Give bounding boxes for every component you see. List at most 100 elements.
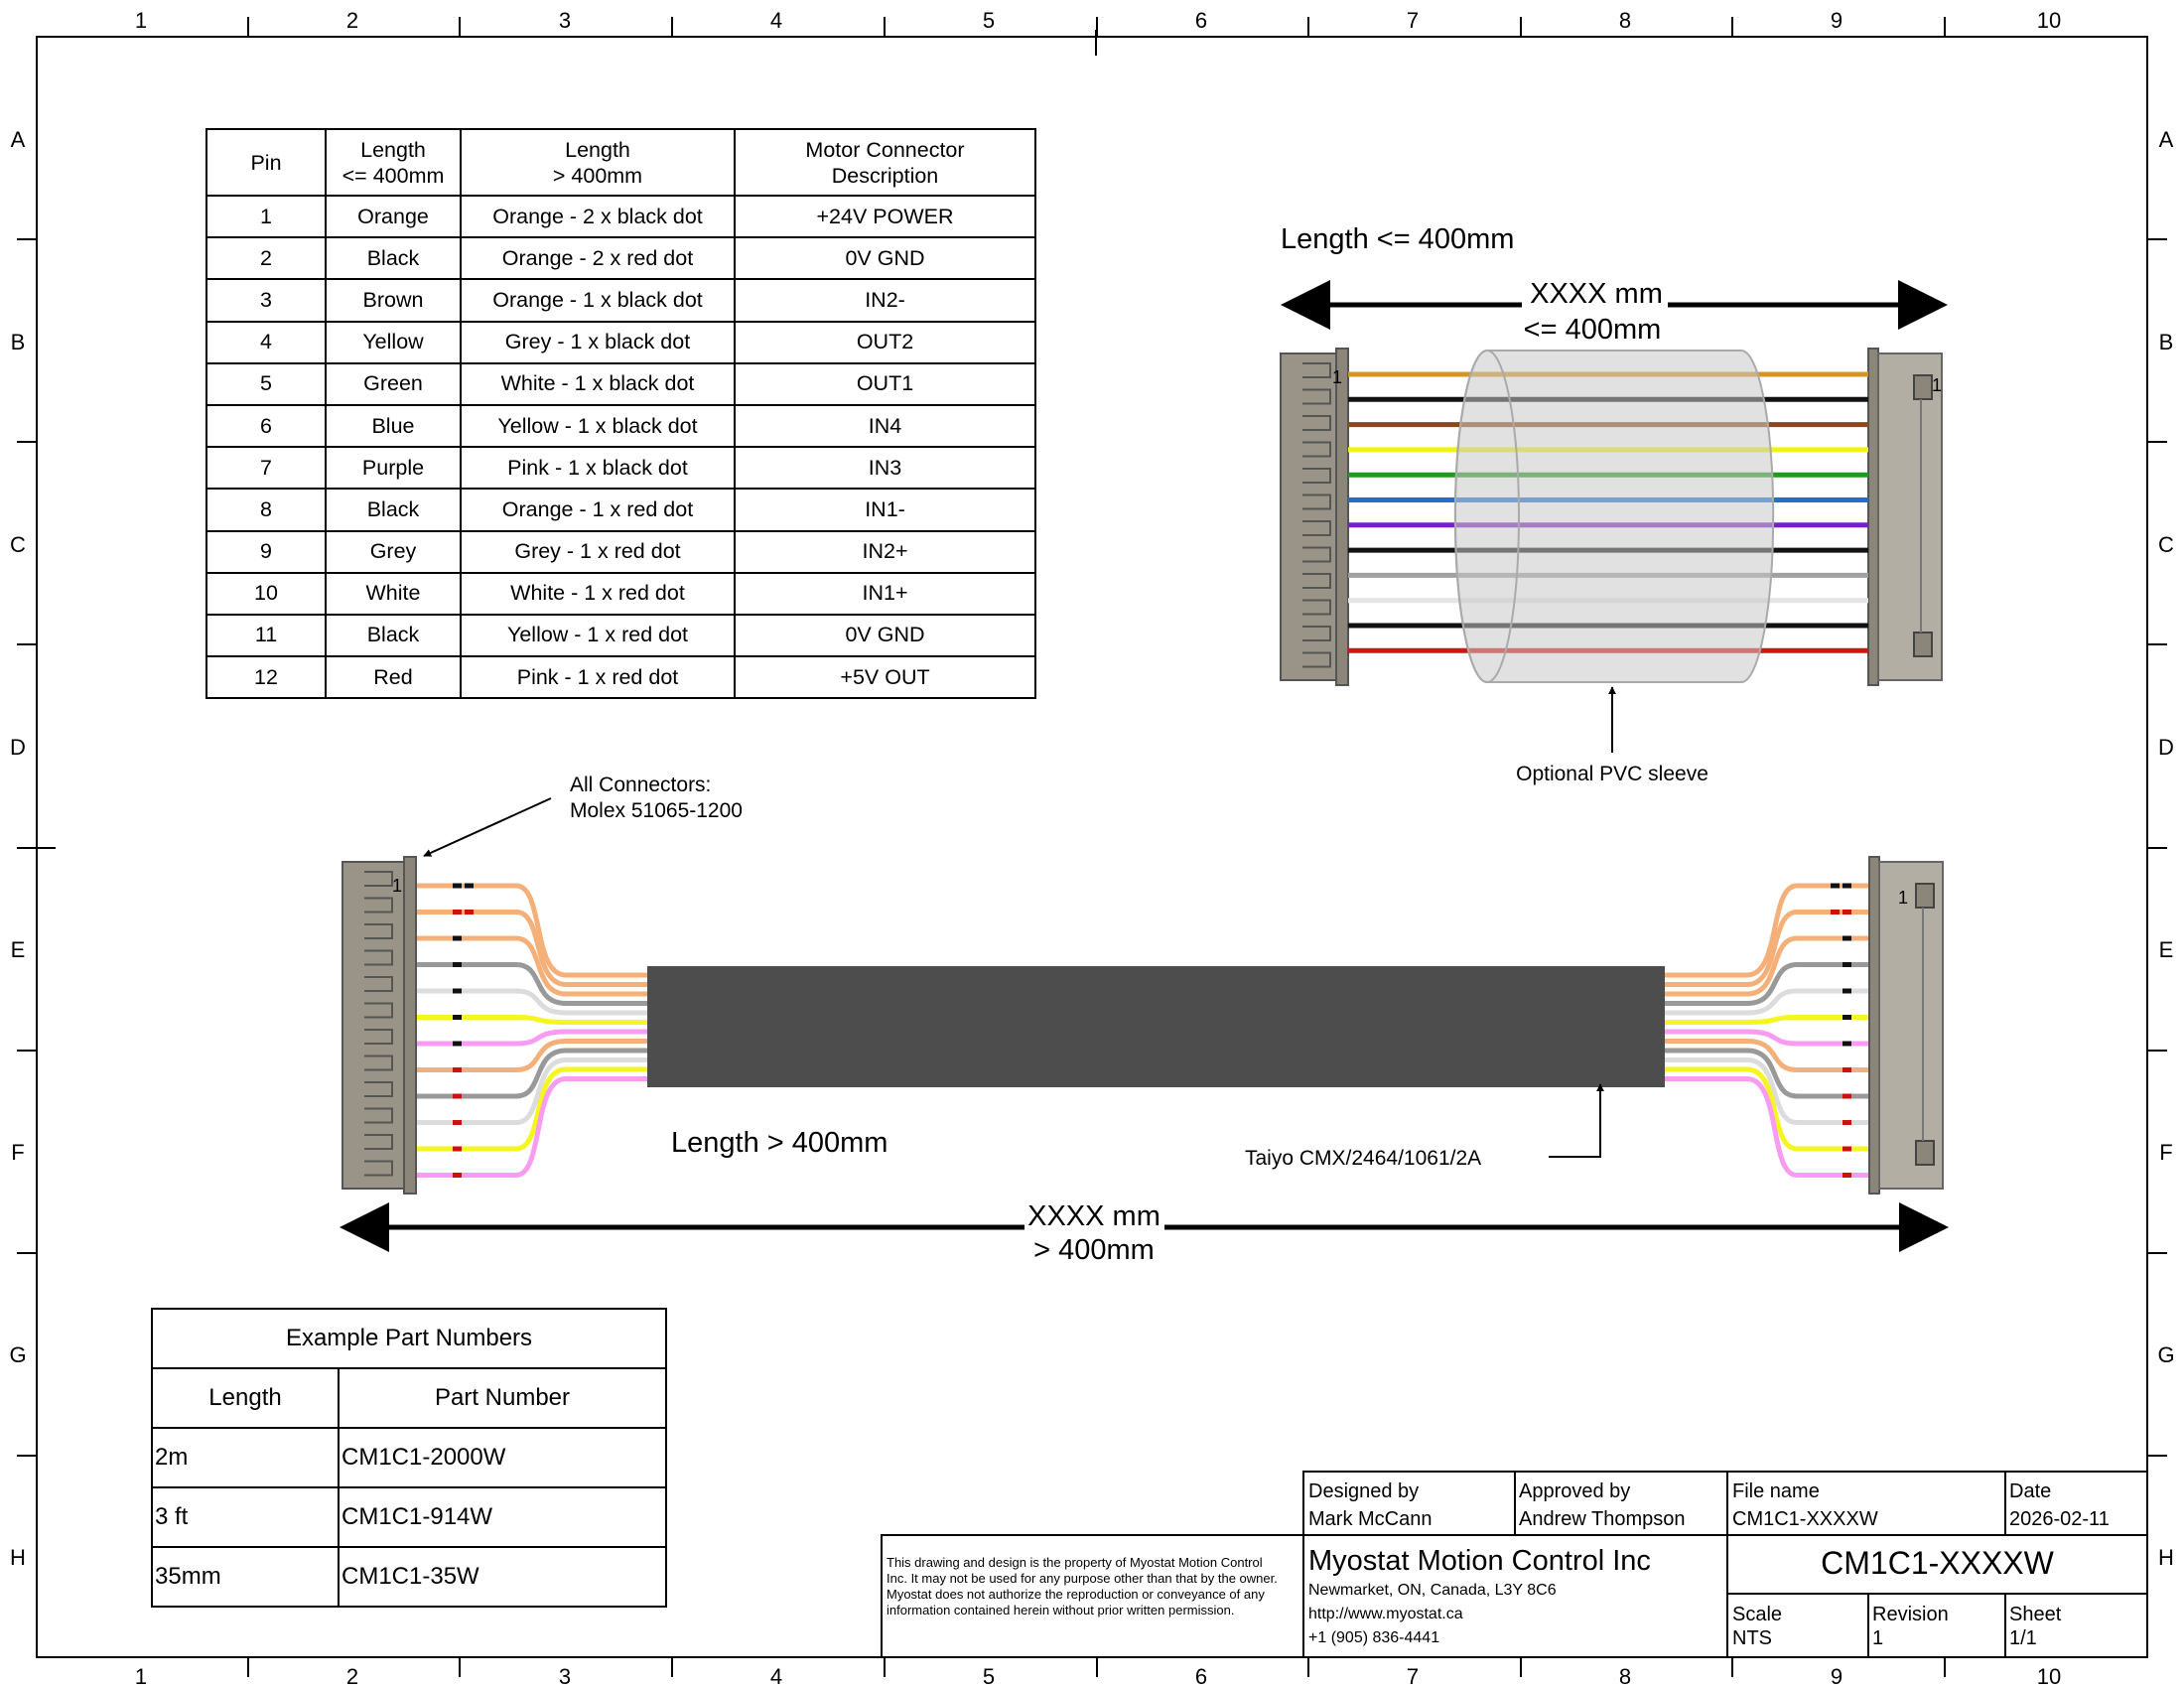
wire xyxy=(1665,1039,1869,1072)
table-cell: 7 xyxy=(205,446,327,491)
wire xyxy=(416,910,647,987)
wire xyxy=(416,1048,647,1099)
table-cell: Green xyxy=(325,361,462,406)
wire-dot xyxy=(453,935,462,941)
table-cell: 2 xyxy=(205,236,327,281)
column-label: 6 xyxy=(1195,1664,1207,1688)
table-cell: Pink - 1 x red dot xyxy=(460,655,736,700)
sheet-value: 1/1 xyxy=(2009,1627,2037,1649)
wire-dot xyxy=(1843,1093,1851,1099)
wire xyxy=(1665,988,1869,1016)
parts-header-length: Length xyxy=(151,1367,340,1429)
row-label: G xyxy=(2157,1342,2174,1367)
wire-dot xyxy=(1843,1041,1851,1047)
wire xyxy=(416,962,647,1006)
row-label: H xyxy=(10,1545,26,1570)
wire-dot xyxy=(1843,935,1851,941)
wire-dot xyxy=(453,1120,462,1125)
designed-by-label: Designed by xyxy=(1308,1480,1420,1502)
row-label: B xyxy=(11,330,26,354)
short-cable-title: Length <= 400mm xyxy=(1281,223,1514,255)
table-cell: 12 xyxy=(205,655,327,700)
table-cell: Yellow xyxy=(325,320,462,364)
table-cell: Yellow - 1 x black dot xyxy=(460,403,736,449)
table-cell: OUT1 xyxy=(734,361,1036,406)
table-cell: +5V OUT xyxy=(734,655,1036,700)
scale-label: Scale xyxy=(1732,1604,1783,1625)
column-label: 6 xyxy=(1195,8,1207,33)
drawing-part-number: CM1C1-XXXXW xyxy=(1821,1545,2054,1581)
table-cell: Red xyxy=(325,655,462,700)
column-label: 10 xyxy=(2037,8,2061,33)
wire xyxy=(1665,935,1869,997)
revision-label: Revision xyxy=(1872,1604,1949,1625)
wire-dot xyxy=(1831,883,1840,889)
long-cable-diagram: All Connectors: Molex 51065-1200 1 1 Len… xyxy=(340,774,1949,1266)
table-cell: CM1C1-35W xyxy=(338,1546,667,1608)
disclaimer: This drawing and design is the property … xyxy=(887,1555,1278,1618)
wire xyxy=(416,1039,647,1072)
revision-value: 1 xyxy=(1872,1627,1884,1649)
short-cable-diagram: Length <= 400mm XXXX mm <= 400mm 1 1 Opt… xyxy=(1280,223,1948,785)
column-label: 2 xyxy=(346,1664,358,1688)
column-label: 1 xyxy=(135,8,147,33)
long-dimension-limit: > 400mm xyxy=(1033,1234,1155,1266)
title-block-grid xyxy=(881,1471,2148,1658)
row-label: D xyxy=(2158,735,2174,760)
connector-note-pointer xyxy=(423,797,552,857)
wire-dot xyxy=(1843,883,1851,889)
table-cell: CM1C1-2000W xyxy=(338,1427,667,1488)
connector-note-line2: Molex 51065-1200 xyxy=(570,799,743,822)
wire xyxy=(416,1076,647,1178)
table-cell: IN4 xyxy=(734,403,1036,449)
connector-note-line1: All Connectors: xyxy=(570,774,711,796)
cable-label-pointer xyxy=(1549,1083,1604,1158)
row-label: H xyxy=(2158,1545,2174,1570)
table-cell: Blue xyxy=(325,403,462,449)
short-left-connector: 1 xyxy=(1280,348,1349,686)
table-cell: Purple xyxy=(325,446,462,491)
wire-dot xyxy=(465,883,474,889)
wire xyxy=(1665,1015,1869,1025)
table-cell: Orange - 1 x red dot xyxy=(460,488,736,532)
sleeve-label: Optional PVC sleeve xyxy=(1516,763,1708,785)
table-cell: 35mm xyxy=(151,1546,340,1608)
row-label: A xyxy=(2159,127,2174,152)
long-dimension-value: XXXX mm xyxy=(1027,1200,1160,1232)
table-cell: IN1- xyxy=(734,488,1036,532)
column-label: 9 xyxy=(1831,1664,1843,1688)
table-cell: Orange - 2 x black dot xyxy=(460,194,736,239)
table-cell: 8 xyxy=(205,488,327,532)
column-label: 9 xyxy=(1831,8,1843,33)
wire-dot xyxy=(453,1146,462,1152)
wire-dot xyxy=(1831,910,1840,914)
flat-cable-jacket xyxy=(647,966,1665,1087)
table-cell: Orange xyxy=(325,194,462,239)
wire-dot xyxy=(453,1041,462,1047)
row-label: G xyxy=(9,1342,26,1367)
pvc-sleeve xyxy=(1453,350,1775,683)
table-cell: Grey xyxy=(325,529,462,574)
wire-dot xyxy=(453,1067,462,1072)
wire xyxy=(416,883,647,978)
wire-dot xyxy=(1843,988,1851,994)
wire-dot xyxy=(1843,1146,1851,1152)
zone-ticks xyxy=(17,17,2167,1677)
table-cell: 3 ft xyxy=(151,1486,340,1548)
row-label: C xyxy=(2158,532,2174,557)
company-phone: +1 (905) 836-4441 xyxy=(1308,1629,1440,1646)
column-label: 4 xyxy=(770,1664,782,1688)
designed-by-value: Mark McCann xyxy=(1308,1508,1433,1530)
wire-dot xyxy=(1843,1015,1851,1020)
table-cell: 11 xyxy=(205,613,327,658)
parts-table: Example Part Numbers Length Part Number … xyxy=(151,1308,667,1608)
